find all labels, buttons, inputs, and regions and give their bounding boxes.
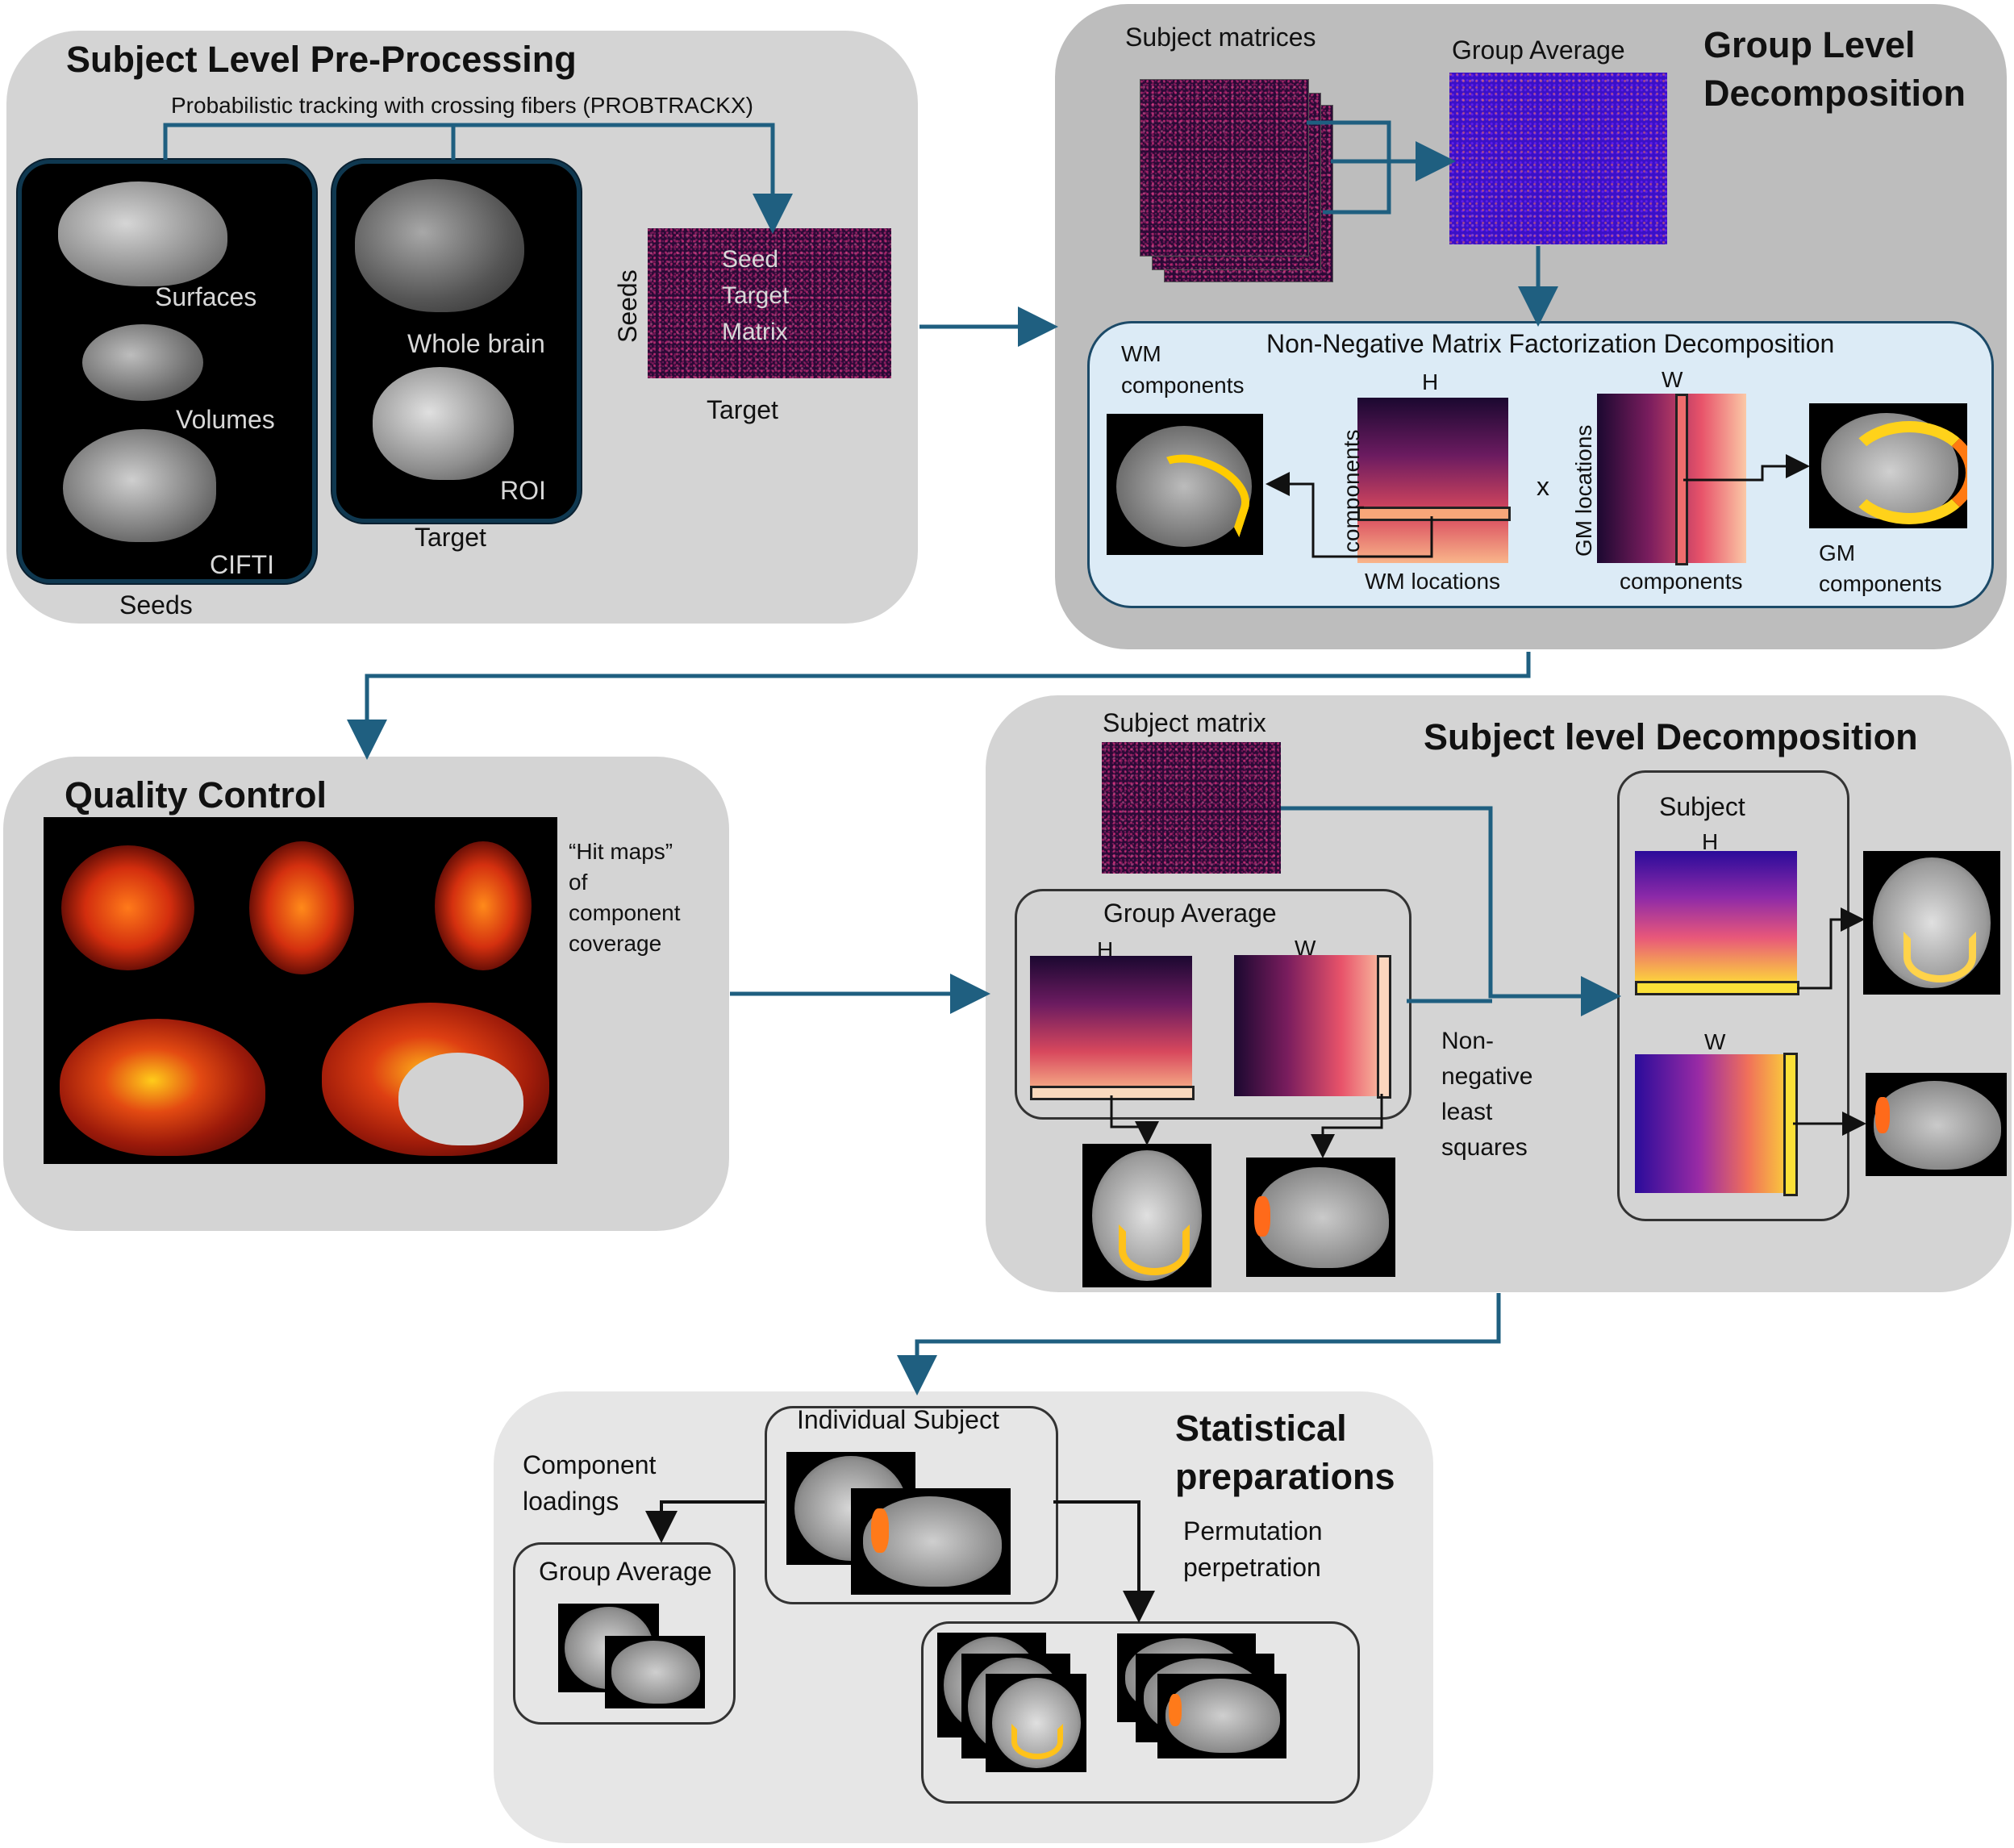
perm-gm-brain-3 <box>1157 1674 1286 1758</box>
nnls-4: squares <box>1441 1134 1528 1161</box>
subject-w-matrix <box>1635 1054 1796 1193</box>
roi-brain-icon <box>373 367 514 480</box>
matrices-bracket-a <box>1307 120 1391 215</box>
subj-title: Subject level Decomposition <box>1424 716 1918 757</box>
individual-subject-subbox <box>765 1406 1058 1604</box>
seed-label-volumes: Volumes <box>176 405 275 434</box>
hit-maps-image <box>44 817 557 1164</box>
subj-group-w-matrix <box>1234 955 1387 1096</box>
h-row-highlight <box>1357 507 1511 521</box>
matrix-line-matrix: Matrix <box>722 319 788 345</box>
subject-gm-brain <box>1866 1073 2007 1176</box>
matrix-bottom-target: Target <box>707 395 778 424</box>
wm-components-2: components <box>1121 373 1245 398</box>
wm-locations-label: WM locations <box>1365 569 1501 594</box>
subject-wm-brain <box>1863 851 2000 995</box>
target-label-roi: ROI <box>500 476 546 505</box>
nnls-2: negative <box>1441 1063 1533 1090</box>
h-to-wm-arrow <box>1266 472 1433 558</box>
subject-w-label: W <box>1704 1029 1726 1054</box>
qc-note-4: coverage <box>569 931 662 956</box>
w-matrix <box>1597 394 1746 563</box>
component-loadings-2: loadings <box>523 1487 619 1516</box>
subject-to-stats-arrow <box>897 1293 1501 1395</box>
target-label-whole-brain: Whole brain <box>407 329 545 358</box>
group-average-subbox <box>1015 889 1411 1120</box>
qc-note-1: “Hit maps” <box>569 839 673 864</box>
times-sign: x <box>1537 472 1549 501</box>
stats-group-gm-brain <box>605 1636 705 1708</box>
gm-components-2: components <box>1819 571 1942 596</box>
qc-note-3: component <box>569 900 681 925</box>
nnls-1: Non- <box>1441 1028 1495 1054</box>
group-average-matrix <box>1449 73 1667 244</box>
subject-matrix-1 <box>1140 79 1309 257</box>
subject-h-to-brain-arrow <box>1797 907 1865 990</box>
h-label: H <box>1422 369 1439 394</box>
gm-component-brain <box>1809 403 1967 528</box>
subject-matrix-label: Subject matrix <box>1103 708 1266 737</box>
volume-brain-icon <box>82 324 203 401</box>
subject-h-matrix <box>1635 851 1797 984</box>
target-caption: Target <box>415 523 486 552</box>
to-permutation-arrow <box>1053 1500 1155 1623</box>
seed-label-cifti: CIFTI <box>210 550 274 579</box>
group-title-1: Group Level <box>1703 24 1916 65</box>
to-group-average-arrow <box>645 1500 765 1543</box>
nmf-title: Non-Negative Matrix Factorization Decomp… <box>1266 329 1835 358</box>
subject-label: Subject <box>1659 792 1745 821</box>
individual-subject-label: Individual Subject <box>797 1405 999 1434</box>
wm-components-1: WM <box>1121 341 1161 366</box>
group-average-label: Group Average <box>1452 35 1625 65</box>
pre-title: Subject Level Pre-Processing <box>66 39 577 80</box>
h-to-wm-brain-arrow <box>1110 1095 1159 1145</box>
surface-brain-icon <box>58 181 227 286</box>
w-label: W <box>1662 367 1683 392</box>
w-to-gm-arrow <box>1683 454 1810 482</box>
individual-gm-brain <box>851 1488 1011 1595</box>
seed-label-surfaces: Surfaces <box>155 282 257 311</box>
subj-group-w-col <box>1377 955 1391 1099</box>
tracking-label: Probabilistic tracking with crossing fib… <box>171 93 753 118</box>
stats-group-average-label: Group Average <box>539 1557 712 1586</box>
tracking-arrow <box>163 123 793 234</box>
qc-note-2: of <box>569 870 588 895</box>
component-loadings-1: Component <box>523 1450 657 1479</box>
components-bottom: components <box>1620 569 1743 594</box>
whole-brain-icon <box>355 179 524 312</box>
wm-component-brain <box>1107 414 1263 555</box>
stats-title-1: Statistical <box>1175 1408 1347 1449</box>
permutation-2: perpetration <box>1183 1553 1321 1582</box>
matrix-line-seed: Seed <box>722 246 779 273</box>
subject-matrices-label: Subject matrices <box>1125 23 1316 52</box>
qc-title: Quality Control <box>65 774 327 816</box>
group-title-2: Decomposition <box>1703 73 1966 114</box>
cifti-brain-icon <box>63 429 216 542</box>
seeds-caption: Seeds <box>119 590 193 619</box>
subj-group-wm-brain <box>1082 1144 1211 1287</box>
subject-matrix-image <box>1102 742 1281 874</box>
subj-group-average-label: Group Average <box>1103 899 1277 928</box>
group-to-qc-arrow <box>347 652 1531 760</box>
subject-matrix-arrow <box>1281 806 1621 1016</box>
w-to-gm-brain-arrow <box>1311 1094 1383 1158</box>
stats-title-2: preparations <box>1175 1456 1395 1497</box>
permutation-1: Permutation <box>1183 1516 1323 1546</box>
seed-target-matrix <box>648 228 891 378</box>
nnls-3: least <box>1441 1099 1493 1125</box>
subj-group-gm-brain <box>1246 1158 1395 1277</box>
gm-components-1: GM <box>1819 540 1856 565</box>
subj-group-h-matrix <box>1030 956 1192 1093</box>
perm-wm-brain-3 <box>986 1674 1086 1772</box>
stats-group-average-subbox <box>513 1542 736 1725</box>
subject-h-label: H <box>1702 829 1719 854</box>
matrix-line-target: Target <box>722 282 790 309</box>
